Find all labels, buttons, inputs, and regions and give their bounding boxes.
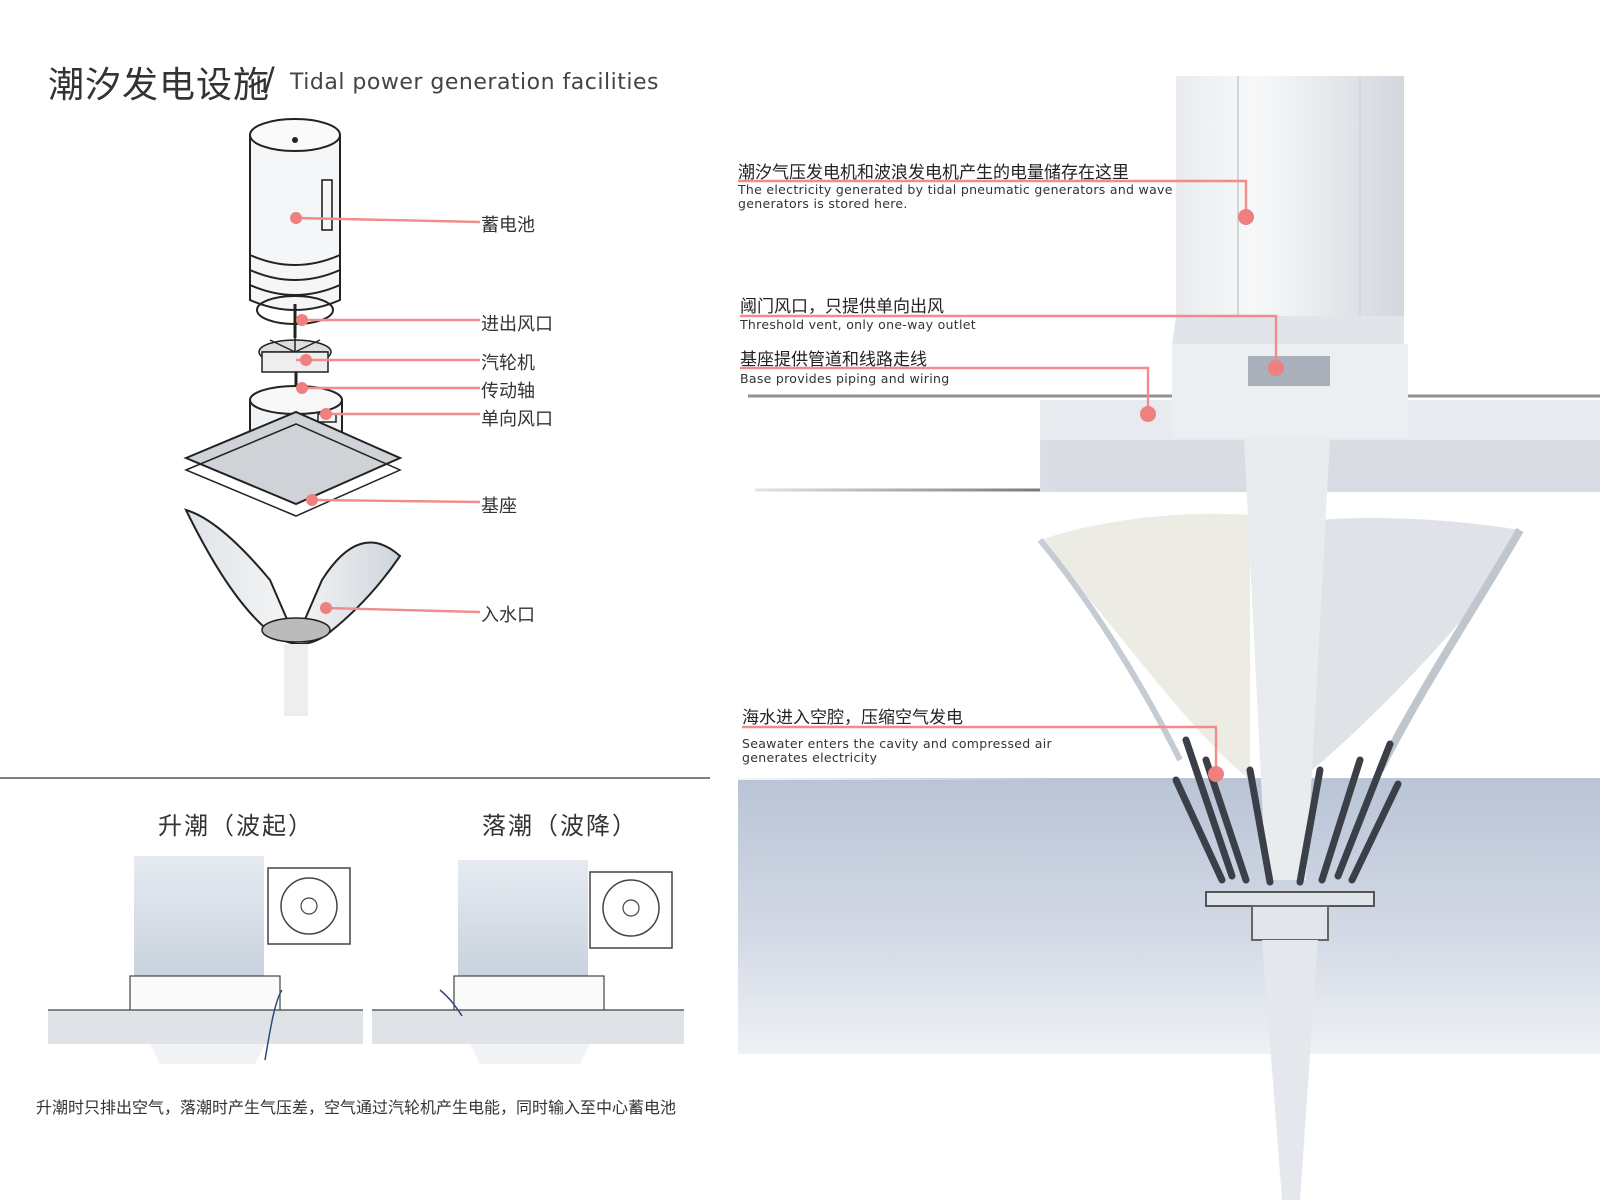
intake-ribs xyxy=(1172,736,1402,886)
annotation-battery-en: The electricity generated by tidal pneum… xyxy=(738,182,1173,211)
caption: 升潮时只排出空气，落潮时产生气压差，空气通过汽轮机产生电能，同时输入至中心蓄电池 xyxy=(36,1098,677,1117)
label-one-way-vent: 单向风口 xyxy=(481,409,553,430)
annotation-vent-cn: 阈门风口，只提供单向出风 xyxy=(740,297,944,317)
annotation-base-en: Base provides piping and wiring xyxy=(740,371,950,386)
funnel-right xyxy=(1300,518,1520,780)
section-falling-diagram xyxy=(372,860,684,1064)
water-band xyxy=(738,778,1600,1054)
funnel-left xyxy=(1040,513,1250,780)
tower-battery xyxy=(1176,76,1404,316)
leaders-right xyxy=(738,179,1278,774)
page-title-cn: 潮汐发电设施 xyxy=(48,65,271,106)
title-separator: / xyxy=(264,60,275,98)
annotation-base-cn: 基座提供管道和线路走线 xyxy=(740,350,927,370)
funnel xyxy=(184,508,402,645)
label-battery: 蓄电池 xyxy=(481,215,535,236)
section-render xyxy=(738,76,1600,1200)
annotation-vent-en: Threshold vent, only one-way outlet xyxy=(740,317,976,332)
section-rising-diagram xyxy=(48,856,363,1064)
leaders-left xyxy=(295,216,481,614)
annotation-intake-en: Seawater enters the cavity and compresse… xyxy=(742,736,1052,765)
label-drive-shaft: 传动轴 xyxy=(481,381,535,402)
label-turbine: 汽轮机 xyxy=(481,353,535,374)
page-title-en: Tidal power generation facilities xyxy=(290,70,659,95)
annotation-battery-cn: 潮汐气压发电机和波浪发电机产生的电量储存在这里 xyxy=(738,163,1129,183)
section-title-rising: 升潮（波起） xyxy=(158,812,314,840)
turbine xyxy=(258,338,332,373)
base-plate xyxy=(183,410,403,506)
threshold-vent xyxy=(1248,356,1330,386)
label-air-inlet-outlet: 进出风口 xyxy=(481,314,553,335)
annotation-intake-cn: 海水进入空腔，压缩空气发电 xyxy=(742,708,963,728)
section-exploded xyxy=(183,118,403,716)
label-base: 基座 xyxy=(481,496,517,517)
section-title-falling: 落潮（波降） xyxy=(482,812,638,840)
dots-left xyxy=(290,212,332,614)
dots-right xyxy=(1140,209,1284,782)
label-water-intake: 入水口 xyxy=(481,605,535,626)
